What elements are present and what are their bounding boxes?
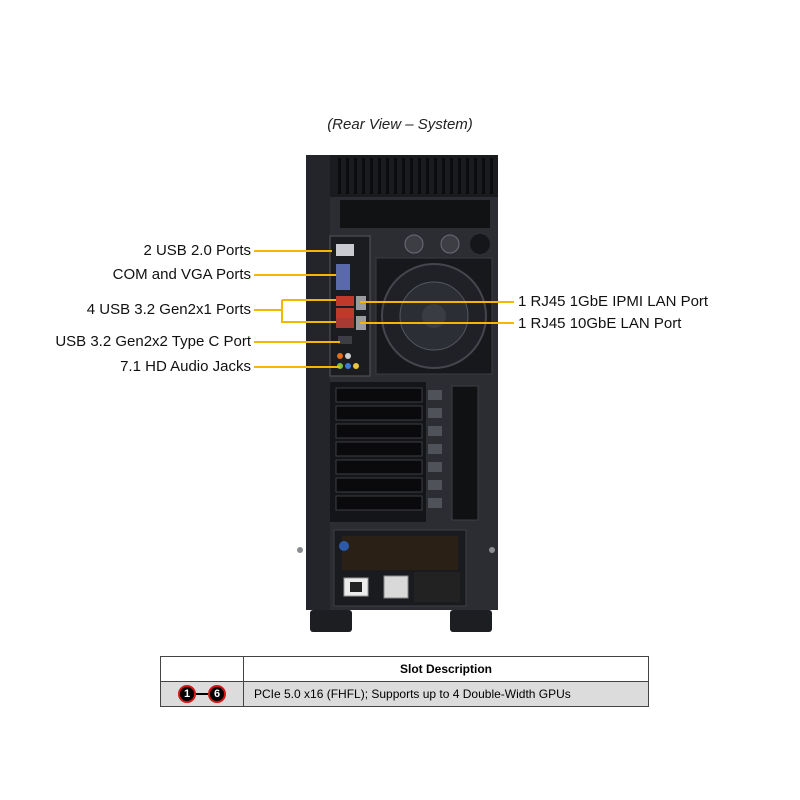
- usb2-ports: [336, 244, 354, 256]
- table-header-blank: [160, 656, 244, 682]
- usb3-port-3: [336, 318, 354, 328]
- usb-type-c-port: [338, 336, 352, 344]
- io-shield: [329, 235, 371, 377]
- usb3-port-2: [336, 308, 354, 318]
- audio-jack: [337, 353, 343, 359]
- psu-switch: [383, 575, 409, 599]
- slot-description-cell: PCIe 5.0 x16 (FHFL); Supports up to 4 Do…: [243, 681, 649, 707]
- audio-jack: [345, 353, 351, 359]
- slot-range-cell: 1 6: [160, 681, 244, 707]
- slot-badge-end: 6: [208, 685, 226, 703]
- callout-lines: [254, 250, 514, 368]
- audio-jack: [345, 363, 351, 369]
- callout-usb3-type-c-port: USB 3.2 Gen2x2 Type C Port: [55, 333, 251, 350]
- slot-description-table: Slot Description 1 6 PCIe 5.0 x16 (FHFL)…: [160, 656, 649, 707]
- range-dash: [196, 693, 208, 695]
- callout-com-vga-ports: COM and VGA Ports: [112, 266, 251, 283]
- callout-line-usb3-lower: [281, 300, 336, 323]
- power-supply: [297, 529, 495, 607]
- chassis-rear-view: [254, 155, 514, 632]
- foot-left: [310, 610, 352, 632]
- pcie-slots: [330, 382, 479, 522]
- audio-jack: [353, 363, 359, 369]
- callout-audio-jacks: 7.1 HD Audio Jacks: [120, 358, 251, 375]
- table-row: 1 6 PCIe 5.0 x16 (FHFL); Supports up to …: [160, 681, 649, 707]
- table-header-slot-description: Slot Description: [243, 656, 649, 682]
- rear-fan: [375, 257, 493, 375]
- foot-right: [450, 610, 492, 632]
- usb3-port-1: [336, 296, 354, 306]
- diagram-caption: (Rear View – System): [327, 116, 473, 133]
- side-vent: [451, 385, 479, 521]
- slot-badge-start: 1: [178, 685, 196, 703]
- power-knob: [470, 234, 490, 254]
- thumb-screws: [404, 234, 460, 254]
- callout-10gbe-lan-port: 1 RJ45 10GbE LAN Port: [518, 315, 682, 332]
- vga-com-ports: [336, 264, 350, 290]
- callout-usb3-gen2x1-ports: 4 USB 3.2 Gen2x1 Ports: [86, 301, 251, 318]
- callout-ipmi-lan-port: 1 RJ45 1GbE IPMI LAN Port: [518, 293, 709, 310]
- callout-usb2-ports: 2 USB 2.0 Ports: [143, 242, 251, 259]
- psu-vent: [414, 572, 460, 602]
